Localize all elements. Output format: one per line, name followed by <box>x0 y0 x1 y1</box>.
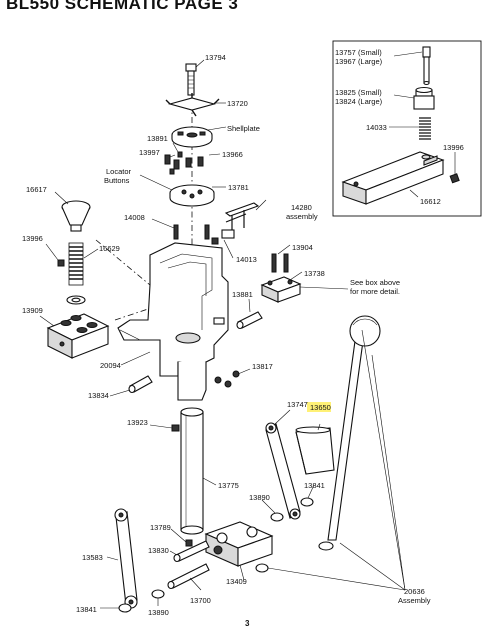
knob-16617 <box>61 200 91 232</box>
indexer-13720 <box>165 93 220 117</box>
washer-13841-left <box>118 603 132 613</box>
label-13794: 13794 <box>205 53 226 62</box>
inset-pin-13757 <box>422 46 431 86</box>
inset-bushing-13825 <box>413 86 435 110</box>
label-13966: 13966 <box>222 150 243 159</box>
pin-13881 <box>236 311 263 330</box>
label-13700: 13700 <box>190 596 211 605</box>
label-13997: 13997 <box>139 148 160 157</box>
ram-13775 <box>180 407 204 535</box>
screws-13904 <box>271 253 289 273</box>
bracket-13738 <box>260 276 302 303</box>
toolhead-13909 <box>46 313 110 359</box>
label-20636-assembly: Assembly <box>398 596 431 605</box>
leader-lines <box>39 59 406 609</box>
label-20094: 20094 <box>100 361 121 370</box>
label-13996-left: 13996 <box>22 234 43 243</box>
inset-label-13967: 13967 (Large) <box>335 57 383 66</box>
inset-label-13996: 13996 <box>443 143 464 152</box>
detail-inset-box: 13757 (Small) 13967 (Large) 13825 (Small… <box>332 40 482 217</box>
shellplate <box>171 126 213 148</box>
inset-label-13824: 13824 (Large) <box>335 97 383 106</box>
label-14280-assembly: assembly <box>286 212 318 221</box>
screws-13817 <box>214 370 240 388</box>
bolt-13794 <box>185 63 197 96</box>
platform-13781 <box>169 184 215 207</box>
label-13890-lower: 13890 <box>148 608 169 617</box>
page-title: BL550 SCHEMATIC PAGE 3 <box>6 0 239 13</box>
shaft-13830 <box>173 540 210 563</box>
washer-hole <box>71 297 81 303</box>
washer-13409 <box>255 563 269 573</box>
label-13583: 13583 <box>82 553 103 562</box>
link-13583 <box>114 508 138 609</box>
label-13720: 13720 <box>227 99 248 108</box>
press-frame <box>117 242 229 401</box>
link-13747 <box>265 422 301 520</box>
spring-16629 <box>68 242 84 286</box>
label-see-box-1: See box above <box>350 278 400 287</box>
label-13409: 13409 <box>226 577 247 586</box>
assembly-14280 <box>211 202 260 245</box>
washer-13890-upper <box>270 512 284 522</box>
page-number: 3 <box>245 619 250 628</box>
label-locator: Locator <box>106 167 132 176</box>
locator-buttons <box>164 151 204 175</box>
label-13834: 13834 <box>88 391 109 400</box>
label-13891: 13891 <box>147 134 168 143</box>
label-13781: 13781 <box>228 183 249 192</box>
inset-setscrew-13996 <box>449 173 460 184</box>
label-13841-right: 13841 <box>304 481 325 490</box>
washer-13841-right <box>300 497 314 507</box>
inset-spring-14033 <box>419 116 431 142</box>
setscrew-13923 <box>171 424 180 432</box>
inset-label-13757: 13757 (Small) <box>335 48 382 57</box>
label-16617: 16617 <box>26 185 47 194</box>
dashed-guide-lines <box>95 239 176 321</box>
label-13923: 13923 <box>127 418 148 427</box>
crank-13409 <box>204 521 274 567</box>
handle-20636 <box>318 315 381 551</box>
label-13817: 13817 <box>252 362 273 371</box>
inset-label-16612: 16612 <box>420 197 441 206</box>
label-see-box-2: for more detail. <box>350 287 400 296</box>
label-13775: 13775 <box>218 481 239 490</box>
label-13738: 13738 <box>304 269 325 278</box>
part-labels: 13794 13720 Shellplate 13891 13997 13966… <box>22 53 431 628</box>
label-shellplate: Shellplate <box>227 124 260 133</box>
cup-13650 <box>295 426 335 475</box>
setscrew-13789 <box>185 539 193 547</box>
screws-14008 <box>173 224 210 240</box>
inset-label-14033: 14033 <box>366 123 387 132</box>
label-13841-left: 13841 <box>76 605 97 614</box>
shaft-13700 <box>167 563 210 590</box>
label-14280: 14280 <box>291 203 312 212</box>
highlight-13650 <box>307 402 331 412</box>
pin-13834 <box>128 375 153 394</box>
label-14013: 14013 <box>236 255 257 264</box>
label-13881: 13881 <box>232 290 253 299</box>
label-13890-upper: 13890 <box>249 493 270 502</box>
label-20636: 20636 <box>404 587 425 596</box>
washer-13890-lower <box>151 589 165 599</box>
label-13789: 13789 <box>150 523 171 532</box>
setscrew-13996-left <box>57 259 65 267</box>
inset-label-13825: 13825 (Small) <box>335 88 382 97</box>
label-13909: 13909 <box>22 306 43 315</box>
label-14008: 14008 <box>124 213 145 222</box>
inset-bar-16612 <box>341 151 445 205</box>
label-13904: 13904 <box>292 243 313 252</box>
label-13650: 13650 <box>310 403 331 412</box>
label-13830: 13830 <box>148 546 169 555</box>
label-13747: 13747 <box>287 400 308 409</box>
label-16629: 16629 <box>99 244 120 253</box>
label-buttons: Buttons <box>104 176 130 185</box>
